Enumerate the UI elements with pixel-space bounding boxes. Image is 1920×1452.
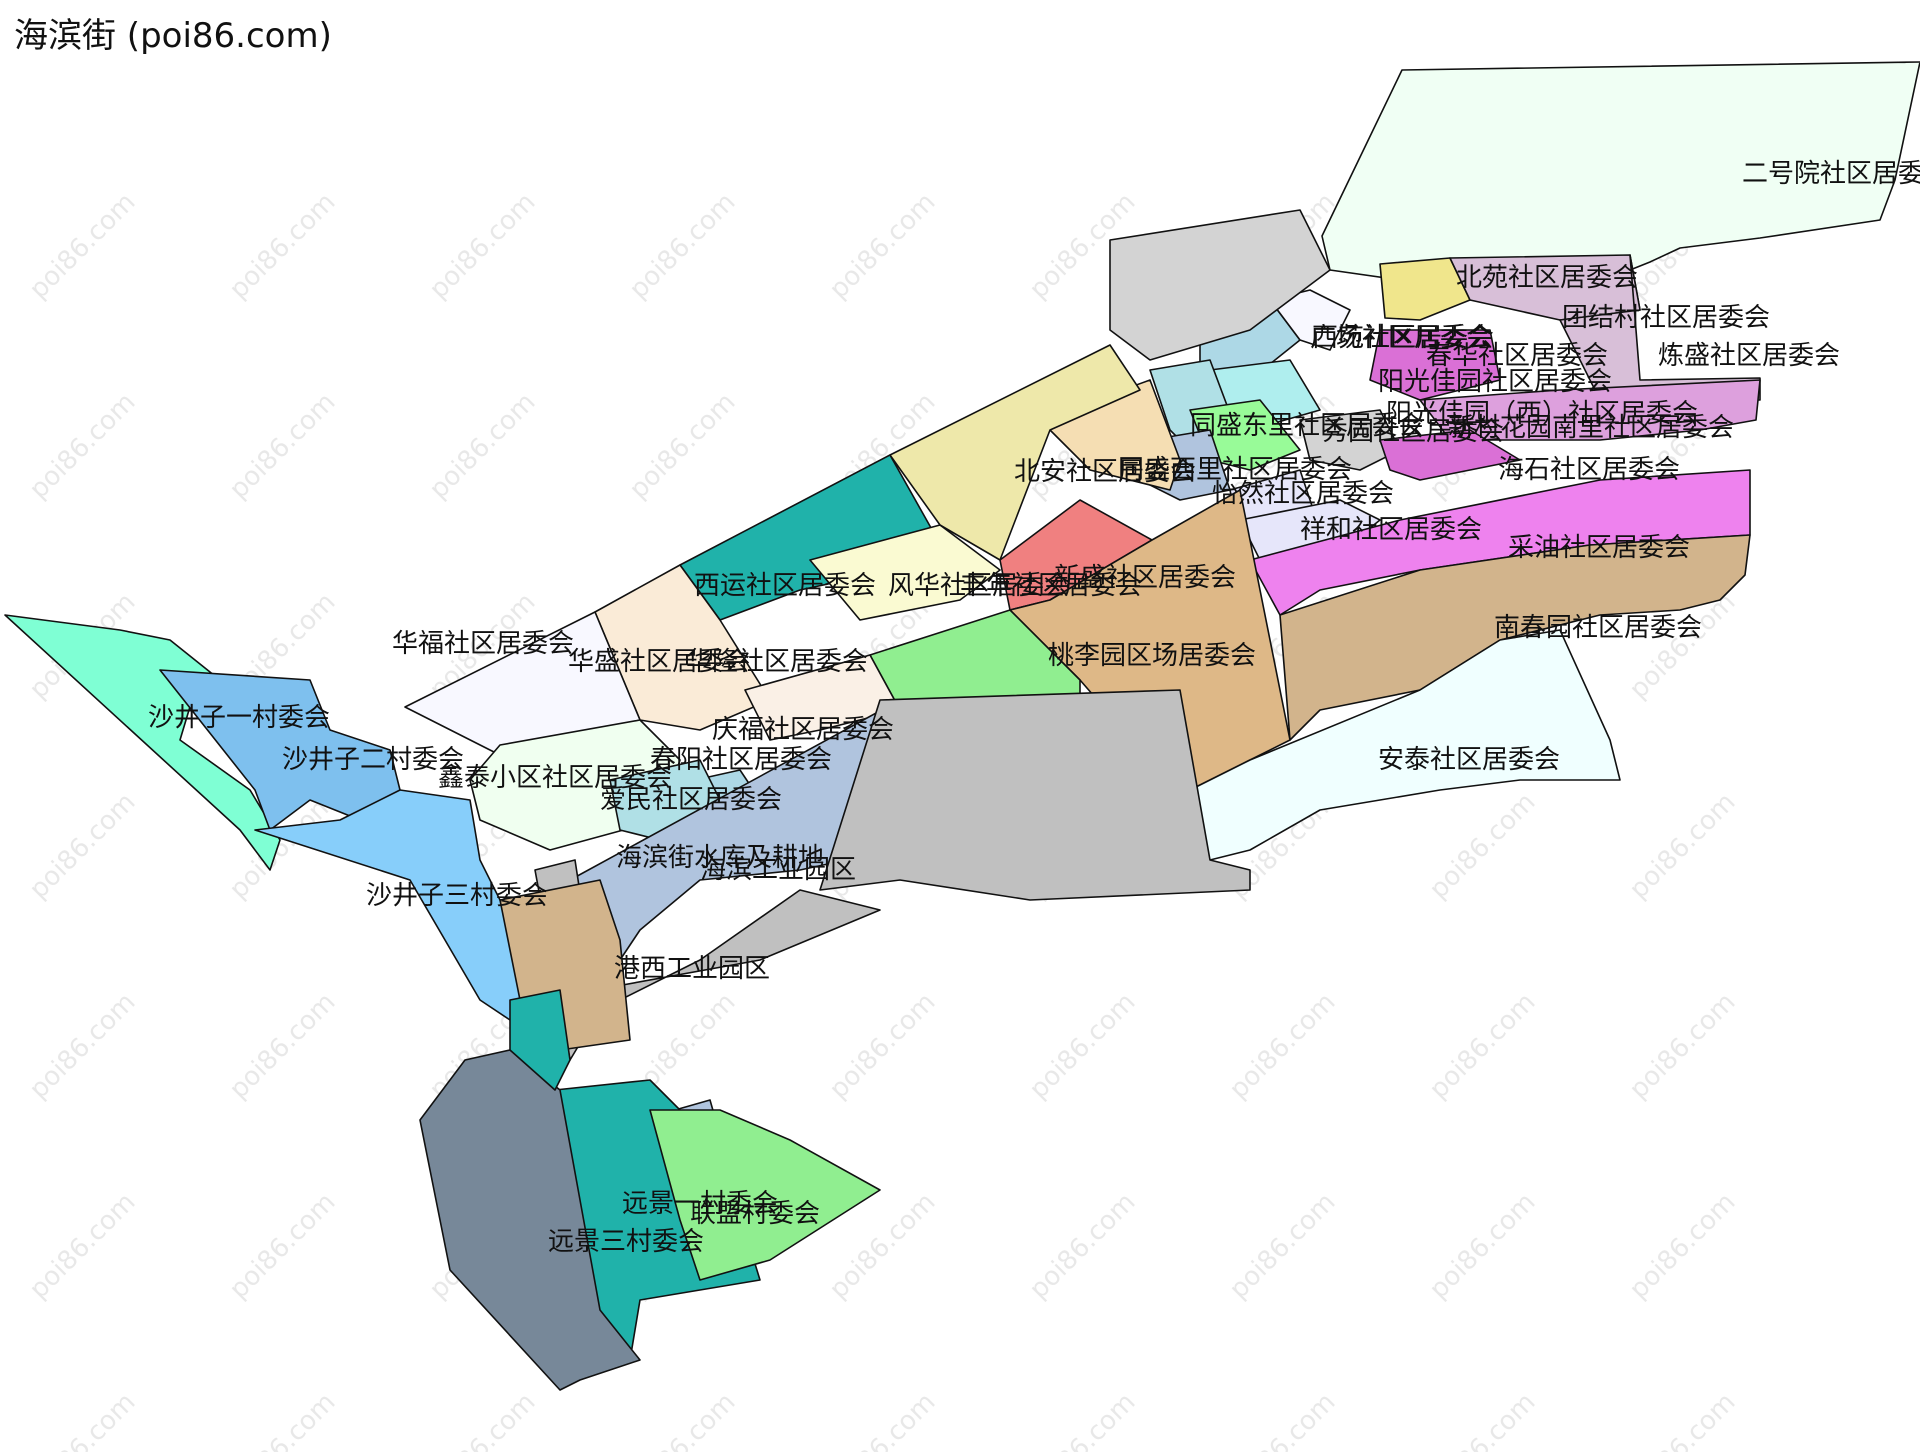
region-label-r29: 庆福社区居委会: [712, 715, 894, 745]
region-label-r38: 沙井子三村委会: [366, 881, 548, 911]
watermark-text: poi86.com: [24, 987, 142, 1105]
region-label-r34: 海滨工业园区: [700, 855, 856, 885]
region-r25: [889, 344, 1141, 561]
region-label-r39: 远景一村委会: [622, 1189, 778, 1219]
region-label-r15: 怡然社区居委会: [1212, 479, 1394, 509]
region-r16: [1379, 429, 1521, 481]
watermark-text: poi86.com: [824, 187, 942, 305]
region-label-r24: 风华社区居委会: [888, 571, 1070, 601]
watermark-text: poi86.com: [1424, 987, 1542, 1105]
region-label-r30: 鑫泰小区社区居委会: [438, 763, 672, 793]
watermark-text: poi86.com: [24, 187, 142, 305]
watermark-text: poi86.com: [1624, 1187, 1742, 1305]
region-label-r27: 华隆社区居委会: [686, 647, 868, 677]
region-label-r8: 阳光佳园社区居委会: [1378, 367, 1612, 397]
region-label-r41: 联盟村委会: [690, 1199, 820, 1229]
region-label-r4: 炼盛社区居委会: [1658, 341, 1840, 371]
watermark-text: poi86.com: [624, 387, 742, 505]
watermark-text: poi86.com: [1624, 1387, 1742, 1452]
region-label-r14: 北安社区居委会: [1014, 457, 1196, 487]
watermark-text: poi86.com: [1624, 787, 1742, 905]
watermark-text: poi86.com: [1424, 1187, 1542, 1305]
region-r44: [1109, 209, 1331, 361]
region-label-r5: 春华社区居委会: [1426, 341, 1608, 371]
watermark-text: poi86.com: [24, 387, 142, 505]
watermark-text: poi86.com: [1624, 987, 1742, 1105]
watermark-text: poi86.com: [24, 1187, 142, 1305]
region-label-r7: 西苑社区居委会: [1312, 323, 1494, 353]
region-label-r1: 二号院社区居委会: [1742, 159, 1920, 189]
region-label-r23: 西运社区居委会: [694, 571, 876, 601]
region-polygons: [4, 61, 1920, 1391]
watermark-text: poi86.com: [424, 387, 542, 505]
region-label-r19: 南春园社区居委会: [1494, 613, 1702, 643]
region-label-r32: 爱民社区居委会: [600, 785, 782, 815]
region-labels: 二号院社区居委会北苑社区居委会团结村社区居委会炼盛社区居委会 春华社区居委会广场社…: [148, 159, 1920, 1257]
region-r2: [1379, 257, 1471, 321]
watermark-text: poi86.com: [1024, 987, 1142, 1105]
region-label-r25: 丰年社区居委会: [960, 571, 1142, 601]
region-label-r16: 海石社区居委会: [1498, 455, 1680, 485]
region-label-r21: 桃李园区场居委会: [1048, 641, 1256, 671]
region-label-r37: 沙井子二村委会: [282, 745, 464, 775]
watermark-text: poi86.com: [224, 387, 342, 505]
region-label-r6: 广场社区居委会: [1310, 323, 1492, 353]
watermark-text: poi86.com: [1424, 1387, 1542, 1452]
region-label-r28: 华福社区居委会: [392, 629, 574, 659]
region-label-r26: 华盛社区居委会: [568, 647, 750, 677]
region-label-r36: 沙井子一村委会: [148, 703, 330, 733]
watermark-text: poi86.com: [224, 1187, 342, 1305]
region-r22: [1179, 629, 1621, 861]
region-label-r12: 新村花园南里社区居委会: [1448, 413, 1734, 443]
watermark-text: poi86.com: [424, 187, 542, 305]
watermark-text: poi86.com: [224, 987, 342, 1105]
region-label-r11: 同盛西里社区居委会: [1118, 455, 1352, 485]
region-r34: [819, 689, 1251, 901]
watermark-text: poi86.com: [1224, 1387, 1342, 1452]
watermark-text: poi86.com: [1024, 1187, 1142, 1305]
watermark-text: poi86.com: [424, 1387, 542, 1452]
watermark-text: poi86.com: [224, 1387, 342, 1452]
region-label-r13: 秀园社区居委会: [1322, 417, 1504, 447]
watermark-text: poi86.com: [224, 187, 342, 305]
region-label-r9: 阳光佳园（西）社区居委会: [1386, 399, 1698, 429]
region-r45: [509, 989, 571, 1091]
region-r1: [1321, 61, 1920, 283]
map-title: 海滨街 (poi86.com): [14, 16, 332, 56]
watermark-text: poi86.com: [1424, 787, 1542, 905]
region-label-r31: 春阳社区居委会: [650, 745, 832, 775]
watermark-text: poi86.com: [624, 1387, 742, 1452]
region-label-r35: 港西工业园区: [614, 954, 770, 984]
region-label-r10: 同盛东里社区居委会: [1190, 411, 1424, 441]
region-label-r17: 祥和社区居委会: [1300, 515, 1482, 545]
region-label-r33: 海滨街水库及耕地: [616, 843, 824, 873]
region-label-r40: 远景三村委会: [548, 1227, 704, 1257]
region-r24: [809, 524, 1001, 621]
region-r13: [1299, 409, 1401, 471]
region-label-r2: 北苑社区居委会: [1456, 263, 1638, 293]
region-r7: [1269, 289, 1351, 351]
region-label-r3: 团结村社区居委会: [1562, 303, 1770, 333]
region-label-r18: 采油社区居委会: [1508, 533, 1690, 563]
watermark-text: poi86.com: [624, 187, 742, 305]
watermark-text: poi86.com: [1224, 1187, 1342, 1305]
region-label-r22: 安泰社区居委会: [1378, 745, 1560, 775]
watermark-text: poi86.com: [824, 1387, 942, 1452]
region-r41: [649, 1109, 881, 1281]
region-label-r20: 新盛社区居委会: [1054, 563, 1236, 593]
watermark-text: poi86.com: [1224, 987, 1342, 1105]
watermark-text: poi86.com: [824, 987, 942, 1105]
watermark-text: poi86.com: [24, 1387, 142, 1452]
watermark-text: poi86.com: [1024, 1387, 1142, 1452]
region-r5: [1369, 329, 1501, 401]
watermark-text: poi86.com: [24, 787, 142, 905]
region-r19: [1279, 534, 1751, 741]
region-r29: [744, 654, 901, 741]
